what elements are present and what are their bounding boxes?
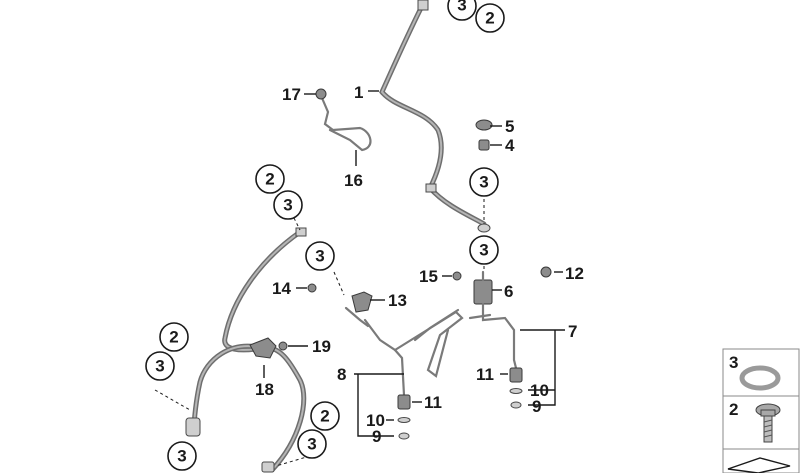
callout-2-top: 2 — [475, 3, 505, 33]
label-16: 16 — [344, 171, 363, 190]
label-17: 17 — [282, 85, 301, 104]
arrow-symbol-icon — [727, 457, 791, 473]
label-14: 14 — [272, 279, 291, 298]
label-9-right: 9 — [532, 397, 541, 416]
label-13: 13 — [388, 291, 407, 310]
callout-2-bottom: 2 — [310, 401, 340, 431]
callout-3-left-c: 3 — [145, 351, 175, 381]
svg-text:3: 3 — [177, 447, 186, 466]
callout-3-left-a: 3 — [273, 190, 303, 220]
callout-3-left-b: 3 — [305, 241, 335, 271]
label-9-left: 9 — [372, 427, 381, 446]
svg-text:3: 3 — [283, 196, 292, 215]
svg-text:3: 3 — [315, 247, 324, 266]
sealing-ring-icon — [739, 365, 781, 391]
hose-fitting-bottom — [425, 183, 437, 193]
label-7: 7 — [568, 322, 577, 341]
screw-17 — [315, 88, 327, 100]
svg-text:3: 3 — [479, 241, 488, 260]
pipe-bracket-16 — [315, 88, 372, 152]
label-1: 1 — [354, 83, 363, 102]
label-11-right: 11 — [476, 365, 494, 384]
callout-3-top: 3 — [447, 0, 477, 21]
washer-10-right — [509, 388, 523, 394]
screw-14 — [307, 283, 317, 293]
leader-dash-3d — [154, 389, 191, 411]
legend-panel: 3 2 — [722, 348, 800, 473]
washer-10-left — [397, 417, 411, 423]
callout-3-bottom-left: 3 — [167, 441, 197, 471]
callout-2-left-c: 2 — [159, 322, 189, 352]
part-number-labels: 1 17 16 5 4 12 15 6 14 13 19 18 7 11 10 … — [255, 83, 584, 446]
brake-line-8 — [363, 318, 406, 397]
callout-2-left-a: 2 — [255, 164, 285, 194]
label-6: 6 — [504, 282, 513, 301]
label-12: 12 — [565, 264, 584, 283]
sleeve-11-right — [509, 367, 523, 383]
callout-3-mid-a: 3 — [469, 167, 499, 197]
dust-cap-5 — [475, 119, 493, 131]
svg-text:3: 3 — [457, 0, 466, 15]
brake-line-7 — [481, 302, 518, 370]
leader-lines — [263, 90, 565, 437]
bracket-13 — [307, 283, 373, 328]
label-11-left: 11 — [424, 393, 442, 412]
label-18: 18 — [255, 380, 274, 399]
label-10-right: 10 — [530, 381, 549, 400]
hose-fitting-top — [417, 0, 429, 11]
screw-15 — [452, 271, 462, 281]
distributor-6 — [452, 270, 493, 305]
svg-text:3: 3 — [479, 173, 488, 192]
label-10-left: 10 — [366, 411, 385, 430]
legend-cell-top — [722, 348, 800, 397]
label-15: 15 — [419, 267, 438, 286]
svg-text:2: 2 — [169, 328, 178, 347]
svg-text:2: 2 — [320, 407, 329, 426]
callout-circles: 3 2 3 3 2 3 3 2 3 3 2 3 — [145, 0, 505, 471]
label-5: 5 — [505, 117, 514, 136]
sleeve-11-left — [397, 394, 411, 410]
screw-19 — [278, 341, 288, 351]
svg-text:2: 2 — [485, 9, 494, 28]
washer — [477, 223, 491, 233]
ring-9-right — [510, 401, 522, 409]
label-19: 19 — [312, 337, 331, 356]
svg-text:3: 3 — [307, 435, 316, 454]
brake-hose-main — [379, 0, 487, 227]
ring-9-left — [398, 432, 410, 440]
label-8: 8 — [337, 365, 346, 384]
banjo-bolt-icon — [755, 403, 781, 443]
legend-label-mid: 2 — [729, 400, 738, 419]
svg-text:3: 3 — [155, 357, 164, 376]
screw-12 — [540, 266, 552, 278]
svg-text:2: 2 — [265, 170, 274, 189]
front-brake-hoses — [185, 227, 307, 473]
callout-3-bottom: 3 — [297, 429, 327, 459]
callout-3-mid-b: 3 — [469, 235, 499, 265]
legend-label-top: 3 — [729, 353, 738, 372]
hose-end-bottom — [261, 461, 275, 473]
leader-dash-3c — [333, 271, 345, 296]
hose-end-left — [185, 417, 201, 437]
hose-end-top — [295, 227, 307, 237]
label-4: 4 — [505, 136, 515, 155]
hose-holder-18 — [249, 337, 277, 359]
leader-dash-3f — [293, 217, 301, 231]
bleed-valve-4 — [478, 139, 490, 151]
bleed-valve-group — [475, 119, 493, 151]
